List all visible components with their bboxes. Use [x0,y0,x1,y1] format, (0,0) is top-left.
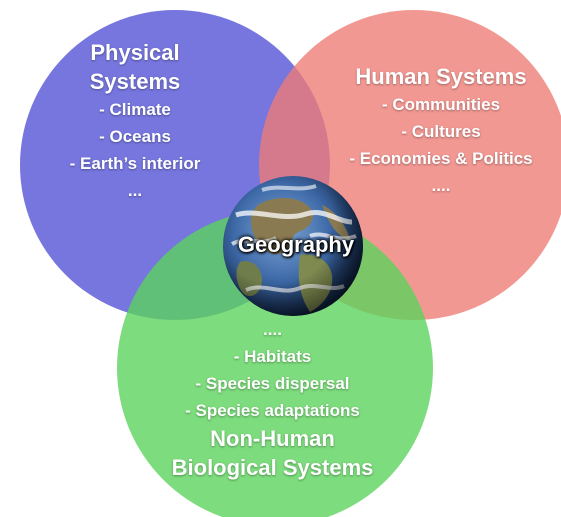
bio-item-species-dispersal: - Species dispersal [195,374,350,393]
physical-item-oceans: - Oceans [99,127,171,146]
earth-globe-icon [223,176,363,316]
bio-item-habitats: - Habitats [233,347,312,366]
human-item-communities: - Communities [381,95,501,114]
biological-systems-label: .... - Habitats - Species dispersal - Sp… [150,316,395,482]
bio-title-line-2: Biological Systems [171,455,374,480]
physical-item-earths-interior: - Earth’s interior [69,154,201,173]
physical-title-line-1: Physical [90,40,180,65]
physical-systems-label: Physical Systems - Climate - Oceans - Ea… [35,38,235,204]
human-item-economies-politics: - Economies & Politics [349,149,533,168]
bio-item-more: .... [263,320,282,339]
bio-title-line-1: Non-Human [210,426,335,451]
human-title: Human Systems [355,64,527,89]
human-systems-label: Human Systems - Communities - Cultures -… [326,62,556,199]
human-item-more: .... [431,176,451,195]
biological-systems-circle [117,210,433,517]
physical-title-line-2: Systems [89,69,181,94]
geography-label: Geography [237,232,355,257]
bio-item-species-adaptations: - Species adaptations [185,401,360,420]
physical-item-climate: - Climate [99,100,171,119]
physical-item-more: ... [127,181,143,200]
human-item-cultures: - Cultures [401,122,481,141]
